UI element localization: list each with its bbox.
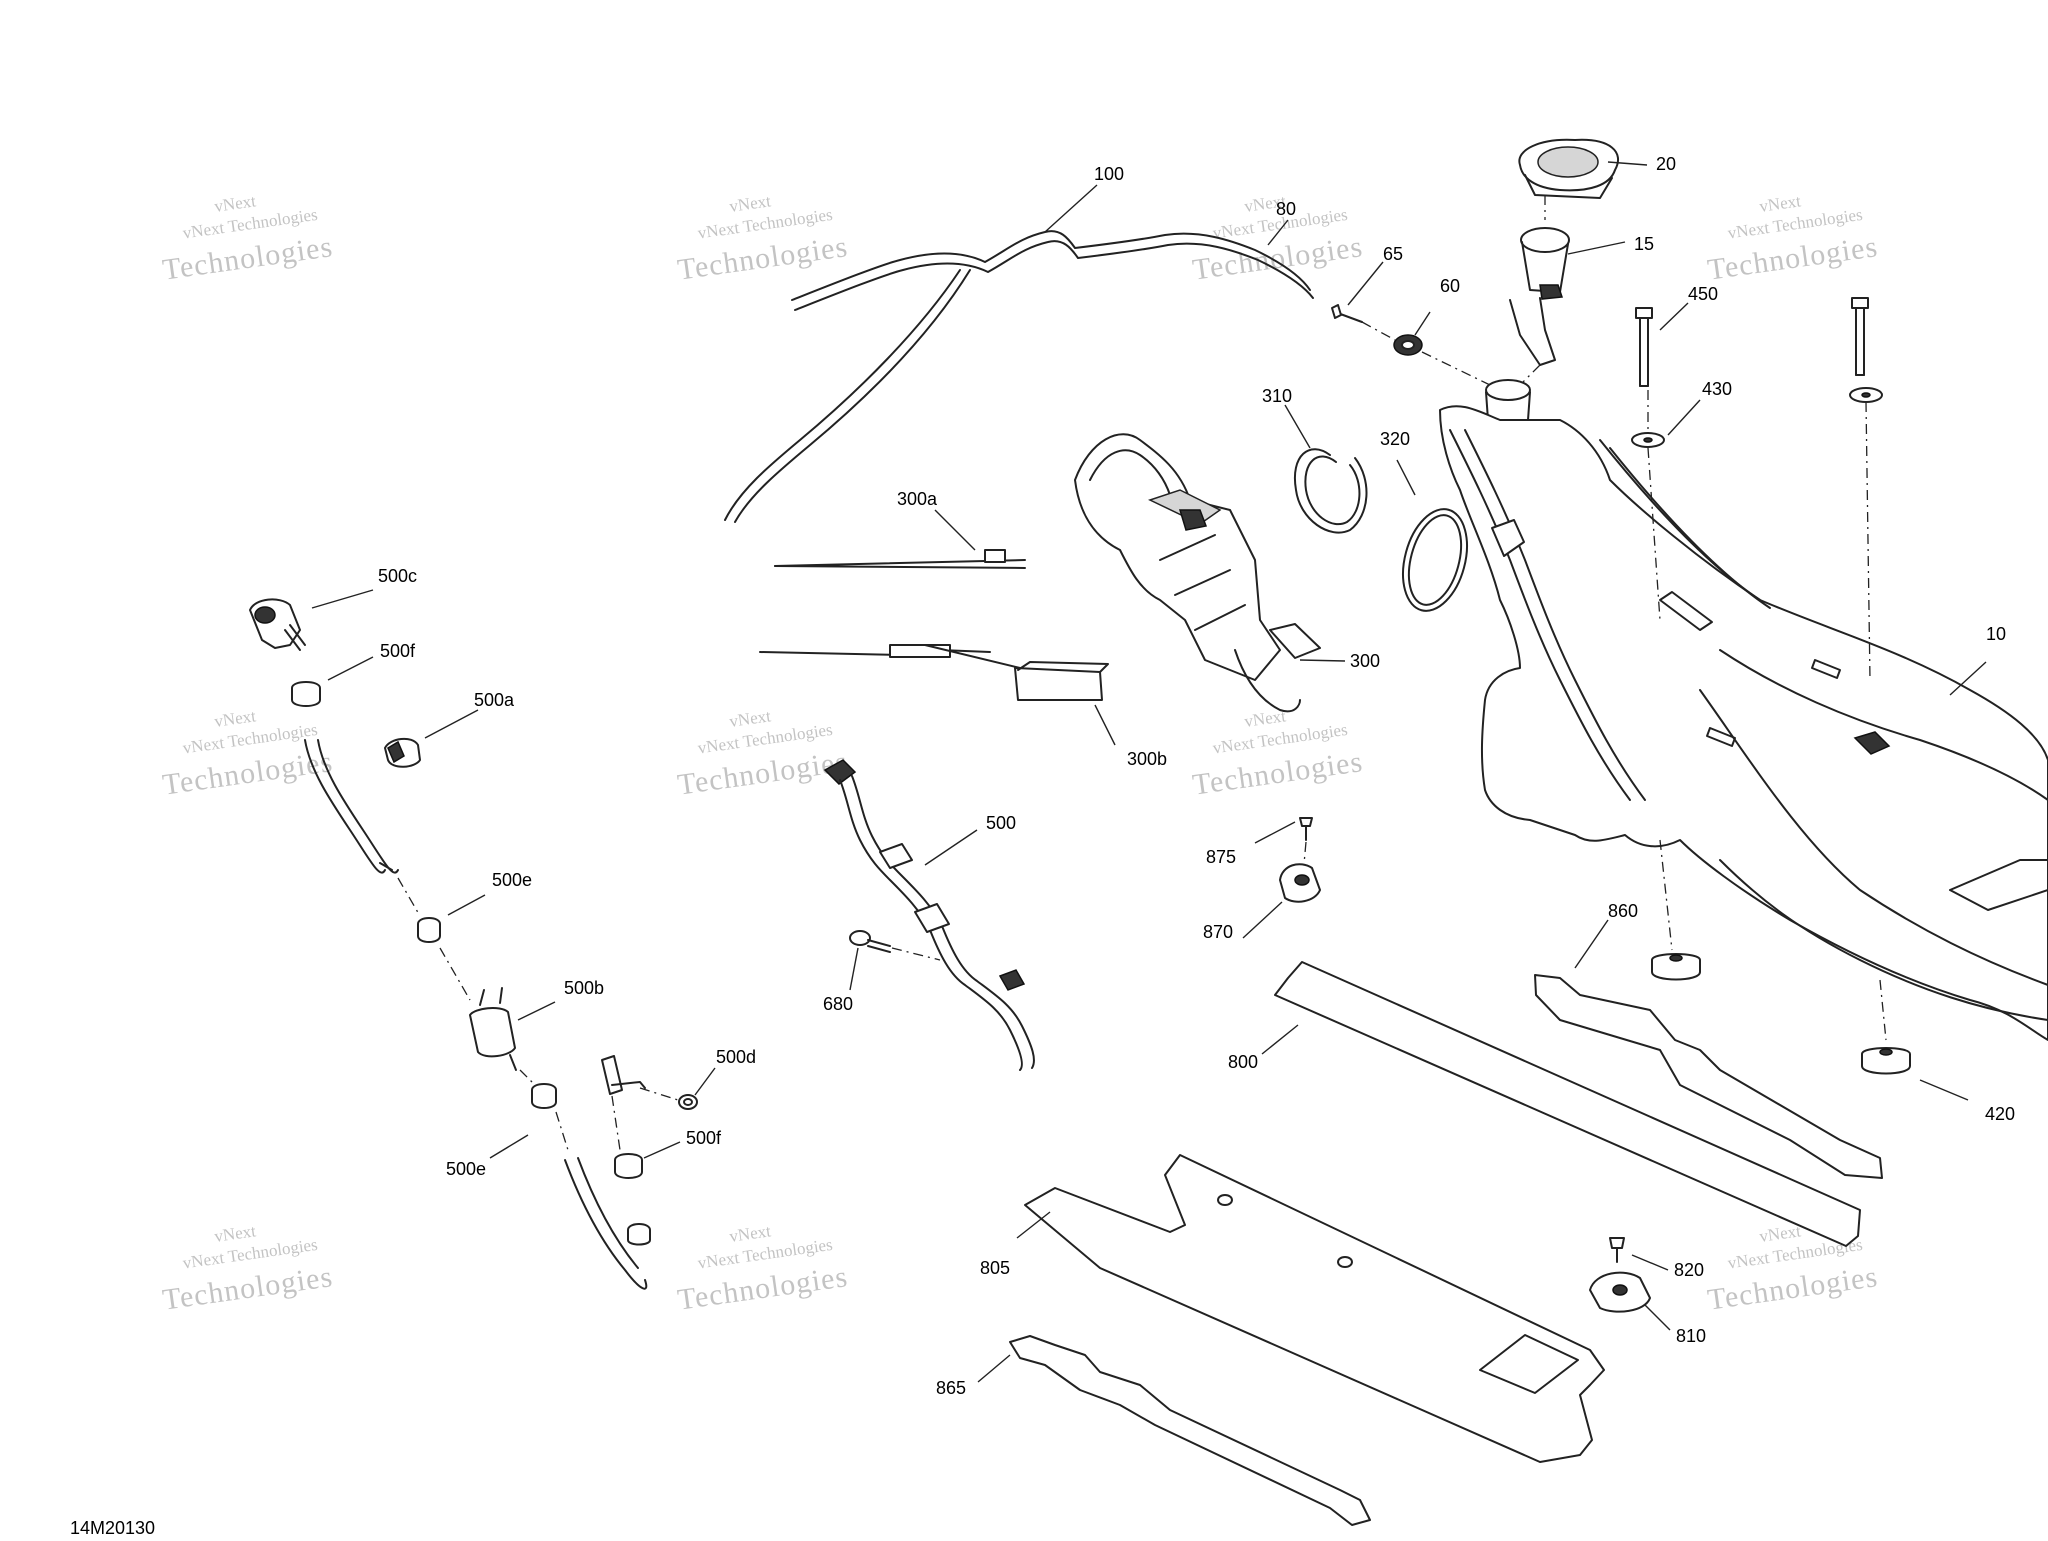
watermark: vNext vNext Technologies Technologies <box>1191 706 1365 801</box>
part-fuel-tank-10 <box>1439 379 2048 1041</box>
callout-680: 680 <box>823 994 853 1014</box>
callout-860: 860 <box>1608 901 1638 921</box>
callout-300b: 300b <box>1127 749 1167 769</box>
callout-800: 800 <box>1228 1052 1258 1072</box>
watermark-text: vNext <box>728 191 772 216</box>
assembly-axis <box>1865 401 1887 1041</box>
part-fuel-filter-500b <box>469 987 517 1071</box>
part-clip-810 <box>1589 1271 1651 1313</box>
callout-810: 810 <box>1676 1326 1706 1346</box>
callout-60: 60 <box>1440 276 1460 296</box>
callout-805: 805 <box>980 1258 1010 1278</box>
part-fuel-hose-500 <box>823 759 1035 1071</box>
assembly-axis <box>1519 195 1546 386</box>
part-sleeve-500e <box>417 917 441 943</box>
callout-20: 20 <box>1656 154 1676 174</box>
callout-420: 420 <box>1985 1104 2015 1124</box>
callout-500e: 500e <box>492 870 532 890</box>
watermark: vNext vNext Technologies Technologies <box>1191 191 1365 286</box>
part-bracket-870 <box>1279 863 1321 903</box>
part-screw-875 <box>1299 817 1313 841</box>
assembly-axis <box>1303 841 1307 865</box>
callout-450: 450 <box>1688 284 1718 304</box>
assembly-axis <box>891 947 941 961</box>
callout-100: 100 <box>1094 164 1124 184</box>
callout-865: 865 <box>936 1378 966 1398</box>
part-connector-500c <box>249 598 306 651</box>
callout-300a: 300a <box>897 489 938 509</box>
part-shield-plate-805 <box>1024 1154 1605 1463</box>
part-screw-820 <box>1609 1237 1625 1263</box>
part-ring-320 <box>1402 508 1468 612</box>
callout-875: 875 <box>1206 847 1236 867</box>
callout-870: 870 <box>1203 922 1233 942</box>
part-clamp-500a <box>384 737 421 768</box>
part-grommet-60 <box>1393 334 1423 356</box>
part-fuel-pump-300 <box>1074 433 1321 713</box>
callout-65: 65 <box>1383 244 1403 264</box>
watermark: vNext vNext Technologies Technologies <box>161 1221 335 1316</box>
part-bolt-450 <box>1851 297 1869 376</box>
leader-lines <box>311 161 1987 1383</box>
callout-500a: 500a <box>474 690 515 710</box>
watermark-text: vNext <box>213 191 257 216</box>
assembly-axis <box>397 877 679 1151</box>
callout-80: 80 <box>1276 199 1296 219</box>
callout-10: 10 <box>1986 624 2006 644</box>
part-bracket-500d <box>601 1055 698 1110</box>
part-ring-310 <box>1293 448 1368 534</box>
part-bracket-860 <box>1534 974 1883 1179</box>
part-float-arm-300b <box>759 644 1109 701</box>
callout-500b: 500b <box>564 978 604 998</box>
watermark: vNext vNext Technologies Technologies <box>1706 191 1880 286</box>
watermark-text: vNext <box>728 1221 772 1246</box>
callout-430: 430 <box>1702 379 1732 399</box>
watermark: vNext vNext Technologies Technologies <box>676 706 850 801</box>
part-washer-430 <box>1631 432 1665 448</box>
part-bumper-420 <box>1861 1047 1911 1075</box>
part-bolt-450 <box>1635 307 1653 387</box>
callout-500: 500 <box>986 813 1016 833</box>
part-bolt-680 <box>849 930 891 953</box>
part-hose-segment-500 <box>304 739 399 874</box>
watermark-text: vNext <box>1758 191 1802 216</box>
watermark-text: vNext <box>728 706 772 731</box>
part-level-rod-300a <box>774 549 1026 569</box>
part-sleeve-500e <box>531 1083 557 1109</box>
callout-500d: 500d <box>716 1047 756 1067</box>
part-hose-segment-500 <box>564 1157 651 1290</box>
callout-500f: 500f <box>380 641 416 661</box>
watermark-text: vNext <box>213 1221 257 1246</box>
callout-15: 15 <box>1634 234 1654 254</box>
callout-500f: 500f <box>686 1128 722 1148</box>
part-filler-neck-15 <box>1509 227 1570 366</box>
part-washer-430 <box>1849 387 1883 403</box>
callout-labels: 100 80 65 60 20 15 450 430 310 320 300a … <box>378 154 2015 1398</box>
callout-310: 310 <box>1262 386 1292 406</box>
part-fuel-cap-20 <box>1518 138 1620 199</box>
watermark: vNext vNext Technologies Technologies <box>676 191 850 286</box>
callout-820: 820 <box>1674 1260 1704 1280</box>
callout-320: 320 <box>1380 429 1410 449</box>
watermark: vNext vNext Technologies Technologies <box>161 191 335 286</box>
part-vent-hose-100 <box>724 230 1314 523</box>
callout-300: 300 <box>1350 651 1380 671</box>
assembly-axis <box>1361 321 1491 386</box>
callout-500e: 500e <box>446 1159 486 1179</box>
part-bracket-865 <box>1009 1335 1371 1526</box>
part-clamp-500f <box>291 681 321 707</box>
assembly-axis <box>1647 390 1673 951</box>
figure-id: 14M20130 <box>70 1518 155 1536</box>
watermark-text: vNext <box>1758 1221 1802 1246</box>
part-heat-shield-800 <box>1274 961 1861 1247</box>
part-clamp-500f <box>614 1153 643 1179</box>
watermark-text: vNext <box>213 706 257 731</box>
callout-500c: 500c <box>378 566 417 586</box>
watermark: vNext vNext Technologies Technologies <box>676 1221 850 1316</box>
part-bumper-420 <box>1651 953 1701 981</box>
part-pin-65 <box>1331 304 1363 323</box>
